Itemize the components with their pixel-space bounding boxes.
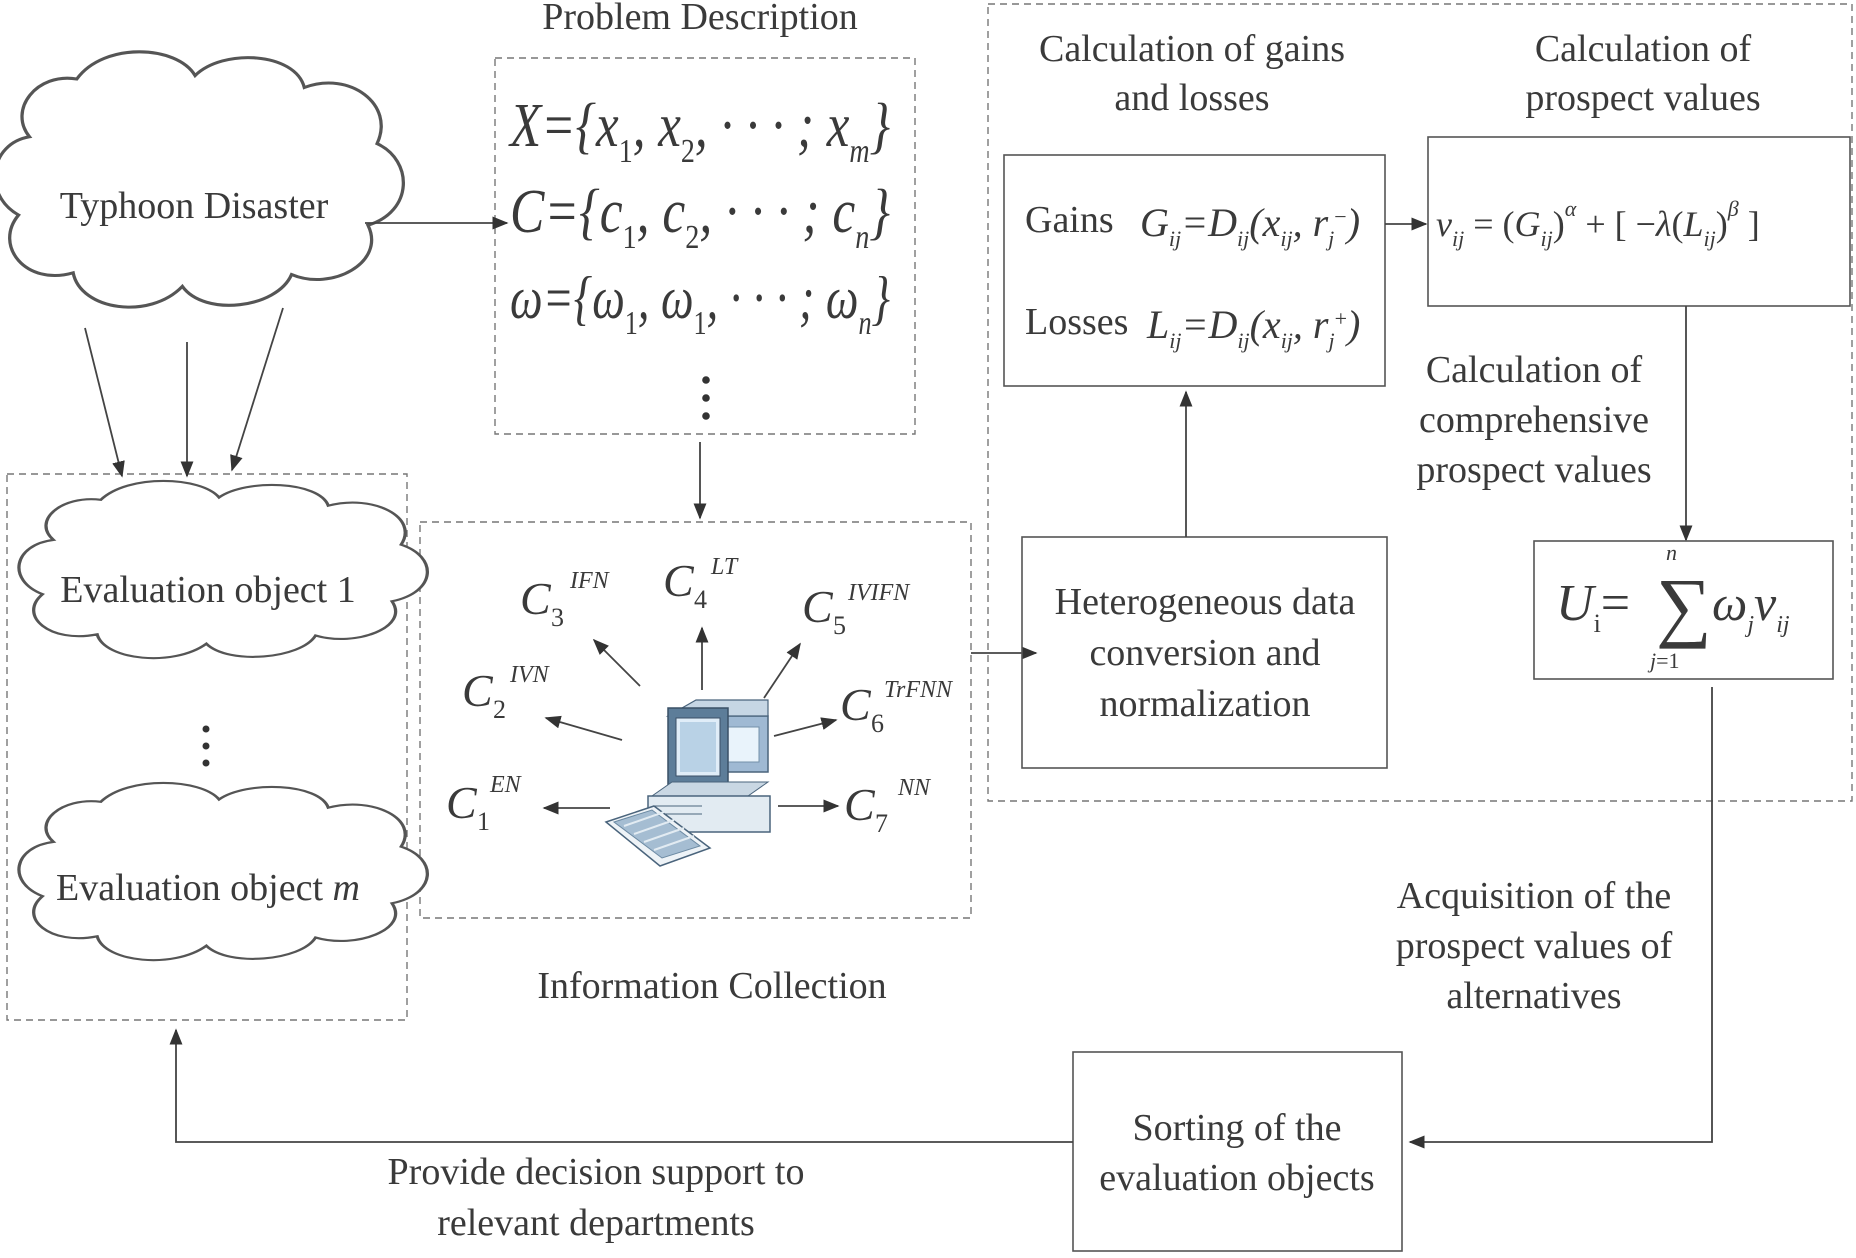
- arrow-typhoon-to-eval-1: [84, 327, 125, 478]
- criterion-c1-base: C: [446, 777, 478, 828]
- criterion-c3-sub: 3: [551, 603, 564, 632]
- criterion-c1-sub: 1: [477, 807, 490, 836]
- criterion-c7-sup: NN: [897, 775, 932, 801]
- decision-support-line-2: relevant departments: [437, 1202, 755, 1244]
- keyboard-icon: [604, 805, 712, 867]
- hetero-line-2: conversion and: [1089, 632, 1320, 674]
- criterion-c4-sup: LT: [710, 554, 739, 580]
- vertical-ellipsis-left: [202, 725, 210, 767]
- prospect-value-box: [1427, 136, 1851, 307]
- information-collection-region: [419, 521, 972, 919]
- svg-text:Gij=Dij(xij, rj−): Gij=Dij(xij, rj−): [1140, 200, 1360, 251]
- arrow-comprehensive-to-sorting: [1408, 687, 1713, 1149]
- set-X-formula: X={x1, x2, · · · ; xm}: [508, 92, 891, 170]
- svg-text:Lij=Dij(xij, rj+): Lij=Dij(xij, rj+): [1146, 302, 1360, 353]
- evaluation-object-m-label: Evaluation object m: [56, 867, 360, 909]
- criterion-c4: C 4 LT: [663, 554, 739, 614]
- criterion-c6-base: C: [840, 679, 872, 730]
- vertical-ellipsis-problem: [702, 376, 710, 420]
- comprehensive-title-line-2: comprehensive: [1419, 399, 1649, 441]
- evaluation-object-m-cloud: Evaluation object m: [17, 781, 429, 962]
- set-C-formula: C={c1, c2, · · · ; cn}: [510, 178, 890, 256]
- comprehensive-title-line-3: prospect values: [1416, 449, 1651, 491]
- computer-icon: [647, 699, 771, 833]
- criterion-c4-sub: 4: [694, 585, 707, 614]
- criterion-c2: C 2 IVN: [462, 662, 551, 724]
- criterion-c2-sup: IVN: [509, 662, 551, 688]
- svg-text:Ui=: Ui=: [1556, 575, 1630, 638]
- prospect-calculation-region: [987, 3, 1853, 802]
- criterion-c5-sup: IVIFN: [847, 580, 911, 606]
- losses-word: Losses: [1025, 301, 1128, 343]
- criterion-c6-sup: TrFNN: [884, 677, 954, 703]
- comprehensive-value-box: [1533, 540, 1834, 680]
- criterion-c6-sub: 6: [871, 709, 884, 738]
- sorting-line-2: evaluation objects: [1099, 1157, 1374, 1199]
- svg-text:ω={ω1, ω1, · · · ; ωn}: ω={ω1, ω1, · · · ; ωn}: [510, 265, 890, 342]
- criterion-c3: C 3 IFN: [520, 568, 611, 632]
- evaluation-object-1-cloud: Evaluation object 1: [17, 479, 429, 660]
- hetero-line-3: normalization: [1099, 683, 1310, 725]
- criterion-c6: C 6 TrFNN: [840, 677, 954, 738]
- svg-text:X={x1, x2, · · · ; xm}: X={x1, x2, · · · ; xm}: [508, 92, 891, 170]
- prospect-title-line-2: prospect values: [1525, 77, 1760, 119]
- sorting-box: [1072, 1051, 1403, 1252]
- acquisition-line-2: prospect values of: [1396, 925, 1673, 967]
- arrow-to-c3: [592, 638, 641, 687]
- criterion-c7-sub: 7: [875, 809, 888, 838]
- criterion-c7: C 7 NN: [844, 775, 932, 838]
- typhoon-disaster-cloud: Typhoon Disaster: [0, 50, 405, 309]
- prospect-value-formula: vij = (Gij)α + [ −λ(Lij)β ]: [1436, 196, 1760, 251]
- problem-description-region: [494, 57, 916, 435]
- criterion-c4-base: C: [663, 555, 695, 606]
- comprehensive-value-formula: Ui= ∑ n j=1 ωjvij: [1556, 540, 1790, 673]
- criterion-c5: C 5 IVIFN: [802, 580, 911, 640]
- criterion-c7-base: C: [844, 779, 876, 830]
- svg-text:vij = (Gij)α + [ −λ(Lij)β ]: vij = (Gij)α + [ −λ(Lij)β ]: [1436, 196, 1760, 251]
- losses-formula: Losses Lij=Dij(xij, rj+): [1025, 301, 1360, 353]
- acquisition-line-1: Acquisition of the: [1397, 875, 1671, 917]
- arrow-to-c6: [773, 717, 838, 737]
- decision-support-line-1: Provide decision support to: [388, 1151, 805, 1193]
- gains-formula: Gains Gij=Dij(xij, rj−): [1025, 199, 1360, 251]
- arrow-sorting-to-evaluation: [169, 1028, 1073, 1143]
- svg-text:∑: ∑: [1656, 562, 1712, 649]
- criterion-c1: C 1 EN: [446, 772, 523, 836]
- gains-losses-box: [1003, 154, 1386, 387]
- svg-text:n: n: [1666, 540, 1677, 565]
- criterion-c5-sub: 5: [833, 611, 846, 640]
- arrow-to-c5: [763, 642, 801, 699]
- criterion-c3-sup: IFN: [569, 568, 611, 594]
- criterion-c2-sub: 2: [493, 695, 506, 724]
- evaluation-objects-region: [6, 473, 408, 1021]
- svg-text:j=1: j=1: [1647, 648, 1680, 673]
- criterion-c3-base: C: [520, 573, 552, 624]
- arrow-to-c2: [544, 715, 623, 741]
- problem-description-title: Problem Description: [542, 0, 858, 38]
- gains-losses-title-line-2: and losses: [1114, 77, 1269, 119]
- information-collection-title: Information Collection: [537, 965, 886, 1007]
- svg-text:ωjvij: ωjvij: [1712, 575, 1790, 638]
- heterogeneous-conversion-box: [1021, 536, 1388, 769]
- gains-losses-title-line-1: Calculation of gains: [1039, 28, 1345, 70]
- evaluation-object-1-label: Evaluation object 1: [60, 569, 355, 611]
- set-omega-formula: ω={ω1, ω1, · · · ; ωn}: [510, 265, 890, 342]
- criterion-c2-base: C: [462, 665, 494, 716]
- svg-text:C={c1, c2, · · · ; cn}: C={c1, c2, · · · ; cn}: [510, 178, 890, 256]
- hetero-line-1: Heterogeneous data: [1055, 581, 1356, 623]
- comprehensive-title-line-1: Calculation of: [1426, 349, 1643, 391]
- arrow-typhoon-to-eval-3: [230, 307, 284, 472]
- criterion-c5-base: C: [802, 581, 834, 632]
- gains-word: Gains: [1025, 199, 1114, 241]
- typhoon-disaster-label: Typhoon Disaster: [60, 185, 329, 227]
- acquisition-line-3: alternatives: [1446, 975, 1621, 1017]
- criterion-c1-sup: EN: [489, 772, 523, 798]
- sorting-line-1: Sorting of the: [1133, 1107, 1342, 1149]
- prospect-title-line-1: Calculation of: [1535, 28, 1752, 70]
